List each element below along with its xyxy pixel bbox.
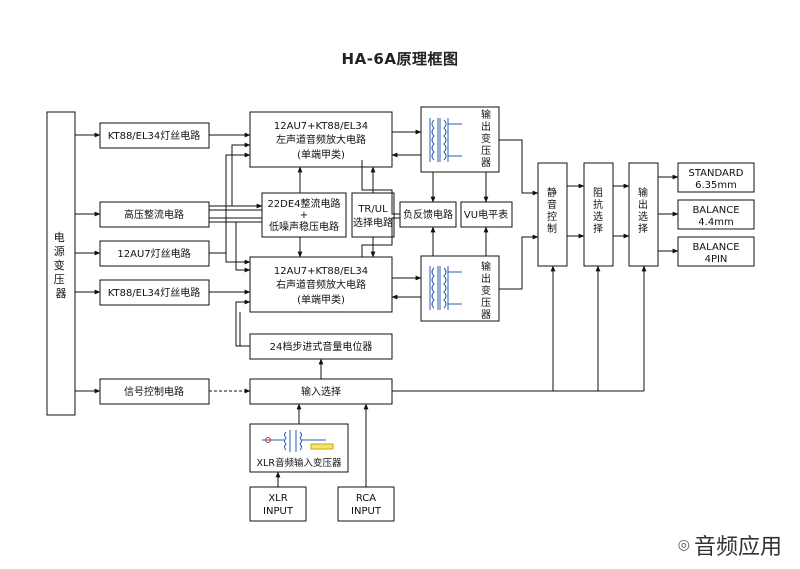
watermark-text: 音频应用 xyxy=(693,535,782,560)
rca-input-line-1: RCA xyxy=(356,493,376,504)
diagram-title: HA-6A原理框图 xyxy=(341,50,459,68)
output-transformer-top-block xyxy=(420,106,500,173)
signal-control-block xyxy=(99,378,210,405)
balance4pin-line-1: BALANCE xyxy=(692,242,739,253)
output-transformer-top-label: 输出变压器 xyxy=(481,108,491,169)
volume-pot-block xyxy=(249,333,393,360)
volume-pot-label: 24档步进式音量电位器 xyxy=(270,340,373,353)
right-amp-block xyxy=(249,256,393,313)
impedance-select-label: 阻抗选择 xyxy=(593,187,603,235)
hv-rectifier-label: 高压整流电路 xyxy=(124,208,184,221)
power-transformer-block xyxy=(46,111,76,416)
balance-44-output-block xyxy=(677,199,755,230)
mute-control-block xyxy=(537,162,568,267)
balance-4pin-output-block xyxy=(677,236,755,267)
rca-input-block xyxy=(337,486,395,522)
vu-meter-block xyxy=(460,201,513,228)
right-amp-line-2: 右声道音频放大电路 xyxy=(276,278,366,291)
tr-ul-block xyxy=(351,192,395,238)
rectifier-line-2: + xyxy=(300,210,308,221)
standard-line-2: 6.35mm xyxy=(695,180,737,191)
transformer-symbol-bottom xyxy=(429,266,462,310)
tr-ul-line-1: TR/UL xyxy=(357,204,388,215)
vertical-labels: 输出变压器 输出变压器 静音控制 阻抗选择 输出选择 xyxy=(481,108,648,321)
rectifier-line-1: 22DE4整流电路 xyxy=(267,197,340,210)
standard-line-1: STANDARD xyxy=(688,168,743,179)
au7-filament-label: 12AU7灯丝电路 xyxy=(117,247,190,260)
rectifier-line-3: 低噪声稳压电路 xyxy=(269,220,339,233)
weibo-icon: ◎ xyxy=(677,537,690,553)
negative-feedback-label: 负反馈电路 xyxy=(403,208,453,221)
xlr-transformer-symbol xyxy=(262,430,334,452)
output-transformer-bottom-block xyxy=(420,255,500,322)
kt88-filament-bottom-label: KT88/EL34灯丝电路 xyxy=(108,286,201,299)
left-amp-block xyxy=(249,111,393,168)
signal-control-label: 信号控制电路 xyxy=(124,385,184,398)
kt88-filament-bottom-block xyxy=(99,279,210,306)
pt-char-3: 变 xyxy=(54,258,65,272)
pt-char-1: 电 xyxy=(54,231,65,244)
power-transformer-label: 电 源 变 压 器 xyxy=(54,231,69,300)
impedance-select-block xyxy=(583,162,614,267)
left-amp-line-1: 12AU7+KT88/EL34 xyxy=(274,121,368,132)
output-transformer-bottom-label: 输出变压器 xyxy=(481,260,491,321)
xlr-input-line-1: XLR xyxy=(268,493,287,504)
xlr-input-block xyxy=(249,486,307,522)
xlr-input-line-2: INPUT xyxy=(263,506,294,517)
kt88-filament-top-label: KT88/EL34灯丝电路 xyxy=(108,129,201,142)
left-amp-line-3: (单端甲类) xyxy=(297,148,345,161)
rca-input-line-2: INPUT xyxy=(351,506,382,517)
vu-meter-label: VU电平表 xyxy=(464,208,508,221)
right-amp-line-1: 12AU7+KT88/EL34 xyxy=(274,266,368,277)
negative-feedback-block xyxy=(399,201,457,228)
pt-char-4: 压 xyxy=(54,273,65,286)
mute-control-label: 静音控制 xyxy=(547,186,557,235)
balance4pin-line-2: 4PIN xyxy=(705,254,728,265)
rectifier-regulator-block xyxy=(261,192,347,238)
pt-char-5: 器 xyxy=(56,287,67,300)
kt88-filament-top-block xyxy=(99,122,210,149)
tr-ul-line-2: 选择电路 xyxy=(353,216,393,229)
watermark: ◎ 音频应用 xyxy=(678,529,782,561)
input-select-label: 输入选择 xyxy=(301,385,341,398)
right-amp-line-3: (单端甲类) xyxy=(297,293,345,306)
transformer-symbol-top xyxy=(429,118,462,162)
balance44-line-2: 4.4mm xyxy=(698,217,733,228)
pt-char-2: 源 xyxy=(54,244,65,258)
output-select-label: 输出选择 xyxy=(638,186,648,235)
standard-output-block xyxy=(677,162,755,193)
left-amp-line-2: 左声道音频放大电路 xyxy=(276,133,366,146)
balance44-line-1: BALANCE xyxy=(692,205,739,216)
xlr-transformer-label: XLR音频输入变压器 xyxy=(257,457,342,469)
